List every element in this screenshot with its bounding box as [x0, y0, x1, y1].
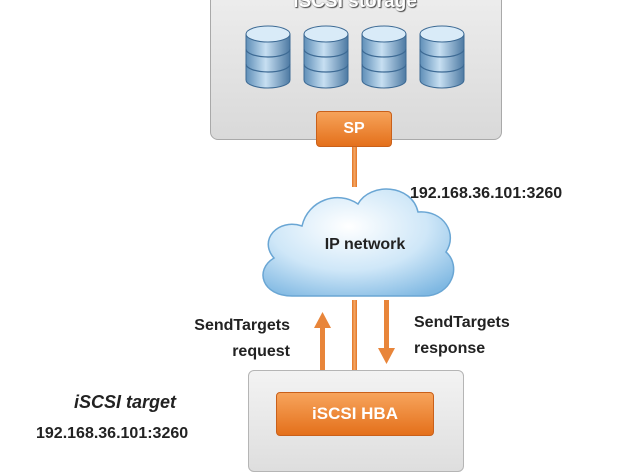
- response-line-1: SendTargets: [414, 314, 510, 331]
- response-line-2: response: [414, 340, 486, 357]
- iscsi-hba: iSCSI HBA: [276, 392, 434, 436]
- response-arrow: [378, 300, 395, 364]
- storage-title: iSCSI storage: [293, 0, 417, 12]
- database-icon: [303, 25, 349, 89]
- connection-lines: [314, 147, 395, 372]
- request-line-1: SendTargets: [194, 317, 290, 334]
- hba-network-link: [352, 300, 357, 372]
- hba-label: iSCSI HBA: [312, 404, 398, 423]
- network-label: IP network: [324, 236, 406, 253]
- target-address: 192.168.36.101:3260: [36, 425, 189, 442]
- request-arrow: [314, 312, 331, 372]
- sp-network-link: [352, 147, 357, 187]
- database-icon: [245, 25, 291, 89]
- database-icon: [361, 25, 407, 89]
- sp-label: SP: [343, 120, 365, 137]
- network-address: 192.168.36.101:3260: [410, 185, 563, 202]
- target-title: iSCSI target: [74, 392, 177, 412]
- request-line-2: request: [232, 343, 290, 360]
- database-icon: [419, 25, 465, 89]
- disk-group: [244, 24, 472, 90]
- cloud-icon: [262, 188, 455, 297]
- response-label: SendTargets response: [414, 310, 554, 362]
- storage-processor-port: SP: [316, 111, 392, 147]
- request-label: SendTargets request: [150, 313, 290, 365]
